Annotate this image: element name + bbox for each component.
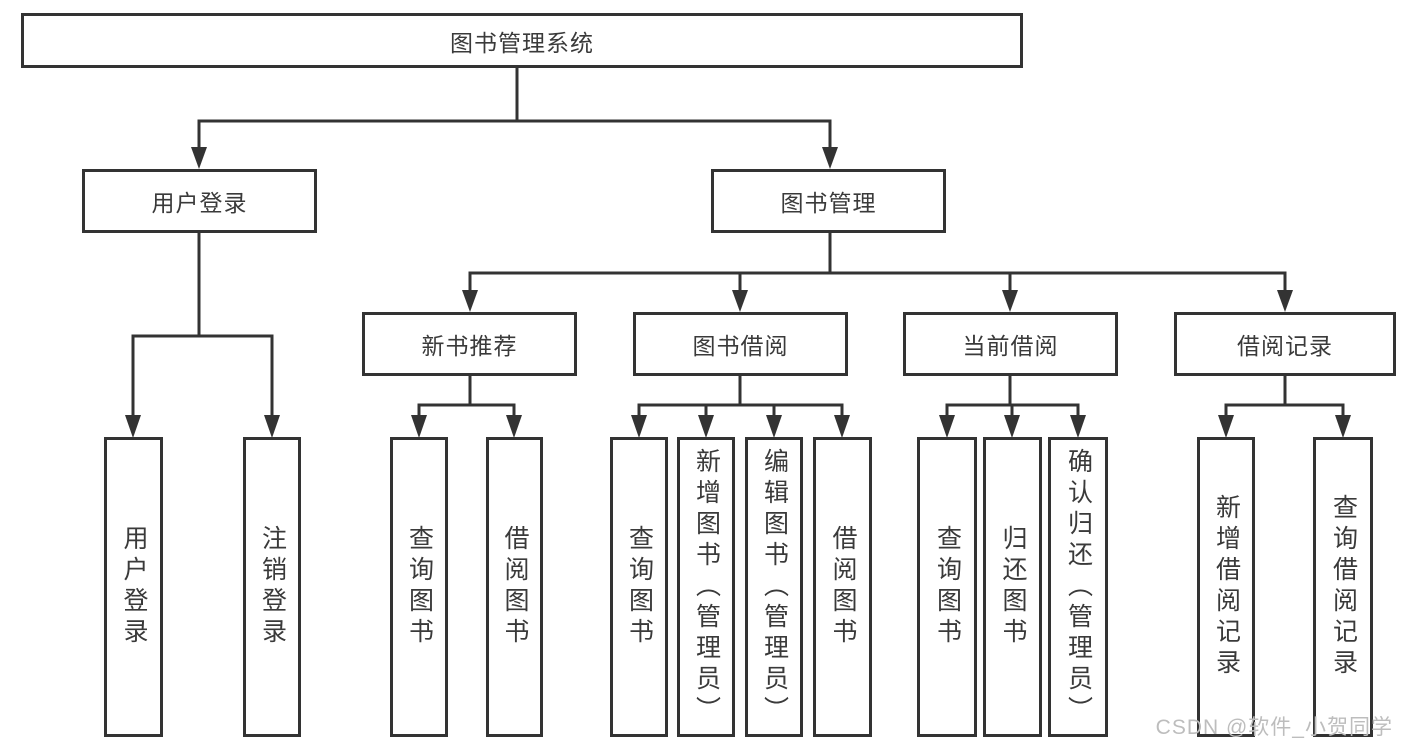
node-leaf-query-books-3: 查询图书 xyxy=(917,437,977,737)
node-leaf-borrow-books-1: 借阅图书 xyxy=(486,437,543,737)
node-leaf-query-books-2: 查询图书 xyxy=(610,437,668,737)
node-new-book-recommend: 新书推荐 xyxy=(362,312,577,376)
leaf-label: 查询图书 xyxy=(625,525,654,649)
leaf-label: 查询图书 xyxy=(933,525,962,649)
leaf-label: 查询借阅记录 xyxy=(1329,494,1358,680)
node-book-borrow: 图书借阅 xyxy=(633,312,848,376)
csdn-watermark: CSDN @软件_小贺同学 xyxy=(1155,716,1393,739)
node-leaf-logout: 注销登录 xyxy=(243,437,301,737)
node-borrow-record: 借阅记录 xyxy=(1174,312,1396,376)
leaf-label: 用户登录 xyxy=(120,525,148,649)
node-leaf-return-books: 归还图书 xyxy=(983,437,1042,737)
node-leaf-query-borrow-record: 查询借阅记录 xyxy=(1313,437,1373,737)
node-leaf-query-books-1: 查询图书 xyxy=(390,437,448,737)
node-leaf-edit-books-admin: 编辑图书（管理员） xyxy=(745,437,803,737)
node-leaf-confirm-return-admin: 确认归还（管理员） xyxy=(1048,437,1108,737)
node-current-borrow: 当前借阅 xyxy=(903,312,1118,376)
leaf-label: 新增图书（管理员） xyxy=(692,447,721,727)
node-library-system: 图书管理系统 xyxy=(21,13,1023,68)
leaf-label: 新增借阅记录 xyxy=(1212,494,1241,680)
node-leaf-add-borrow-record: 新增借阅记录 xyxy=(1197,437,1255,737)
leaf-label: 注销登录 xyxy=(258,525,287,649)
leaf-label: 借阅图书 xyxy=(501,525,529,649)
leaf-label: 归还图书 xyxy=(999,525,1027,649)
node-book-management: 图书管理 xyxy=(711,169,946,233)
leaf-label: 借阅图书 xyxy=(829,525,857,649)
leaf-label: 确认归还（管理员） xyxy=(1064,447,1093,727)
node-user-login: 用户登录 xyxy=(82,169,317,233)
node-leaf-add-books-admin: 新增图书（管理员） xyxy=(677,437,735,737)
node-leaf-borrow-books-2: 借阅图书 xyxy=(813,437,872,737)
node-leaf-user-login: 用户登录 xyxy=(104,437,163,737)
leaf-label: 编辑图书（管理员） xyxy=(760,447,789,727)
leaf-label: 查询图书 xyxy=(405,525,434,649)
